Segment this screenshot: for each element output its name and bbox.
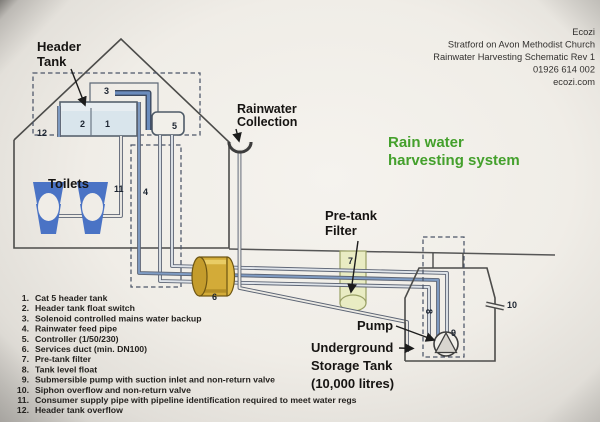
legend-num: 8. — [22, 364, 29, 374]
num-7: 7 — [348, 256, 353, 266]
num-12: 12 — [37, 128, 47, 138]
page-title-line1: Rain water — [388, 134, 464, 151]
toilet-icon — [77, 182, 108, 234]
ground-line — [228, 248, 556, 256]
pipe-controller-run-b-fill — [159, 135, 430, 341]
pipe-controller-run-a-fill — [171, 135, 448, 332]
legend-num: 6. — [22, 344, 29, 354]
legend: 1. Cat 5 header tank 2. Header tank floa… — [17, 293, 357, 415]
label-header-tank-2: Tank — [37, 54, 67, 69]
legend-text: Services duct (min. DN100) — [35, 344, 147, 354]
legend-text: Solenoid controlled mains water backup — [35, 313, 202, 323]
num-9: 9 — [451, 328, 456, 338]
label-tank-1: Underground — [311, 340, 393, 355]
label-filter-2: Filter — [325, 223, 357, 238]
pipe-downpipe-fill — [238, 151, 408, 352]
legend-num: 3. — [22, 313, 29, 323]
siphon-overflow-outlet-fill — [485, 302, 505, 310]
roof-outline — [13, 37, 231, 144]
pump-triangle — [434, 331, 458, 354]
gutter-inner — [230, 141, 250, 151]
legend-text: Tank level float — [35, 364, 97, 374]
tank-arrow — [398, 343, 415, 354]
legend-text: Header tank float switch — [35, 303, 135, 313]
legend-num: 1. — [22, 293, 29, 303]
letterhead-web: ecozi.com — [553, 77, 595, 87]
legend-text: Controller (1/50/230) — [35, 334, 119, 344]
legend-text: Pre-tank filter — [35, 354, 92, 364]
legend-num: 12. — [17, 405, 29, 415]
label-rainwater-2: Collection — [237, 115, 297, 129]
pipe-consumer-supply-fill — [58, 136, 122, 217]
label-pump: Pump — [357, 318, 393, 333]
house-outline — [13, 140, 230, 249]
toilet-seat — [38, 193, 59, 221]
num-5: 5 — [172, 121, 177, 131]
legend-num: 11. — [17, 395, 29, 405]
label-tank-2: Storage Tank — [311, 358, 393, 373]
controller-box — [151, 111, 185, 136]
label-filter-1: Pre-tank — [325, 208, 378, 223]
storage-tank-outline — [404, 267, 496, 362]
label-rainwater-1: Rainwater — [237, 102, 297, 116]
label-header-tank-1: Header — [37, 39, 81, 54]
pump-arrow — [395, 325, 436, 342]
pipe-mains-backup-fill — [115, 91, 151, 130]
header-tank-arrow — [70, 68, 87, 107]
toilet-icon — [33, 182, 64, 234]
legend-num: 10. — [17, 385, 29, 395]
legend-text: Consumer supply pipe with pipeline ident… — [35, 395, 357, 405]
num-1: 1 — [105, 119, 110, 129]
num-4: 4 — [143, 187, 148, 197]
num-3: 3 — [104, 86, 109, 96]
filter-arrow — [347, 240, 359, 294]
num-6: 6 — [212, 292, 217, 302]
duct-left-cap — [191, 256, 208, 297]
services-duct-dashed-boundary — [130, 144, 182, 288]
label-toilets: Toilets — [48, 176, 89, 191]
attic-dashed-boundary — [32, 72, 201, 136]
services-duct-cylinder — [191, 256, 236, 297]
mains-backup-enclosure — [89, 82, 159, 133]
legend-text: Cat 5 header tank — [35, 293, 108, 303]
pipe-rainwater-feed-fill — [138, 102, 439, 336]
label-tank-3: (10,000 litres) — [311, 376, 394, 391]
letterhead-doc: Rainwater Harvesting Schematic Rev 1 — [433, 52, 595, 62]
letterhead-company: Ecozi — [572, 27, 595, 37]
num-8: 8 — [424, 309, 434, 314]
gutter-icon — [227, 141, 253, 154]
legend-text: Header tank overflow — [35, 405, 123, 415]
pump-access-dashed — [422, 236, 465, 358]
collection-arrow — [232, 128, 242, 143]
num-2: 2 — [80, 119, 85, 129]
legend-text: Siphon overflow and non-return valve — [35, 385, 191, 395]
pump-icon — [433, 331, 459, 357]
letterhead-phone: 01926 614 002 — [533, 65, 595, 75]
legend-text: Rainwater feed pipe — [35, 324, 117, 334]
legend-num: 4. — [22, 324, 29, 334]
num-10: 10 — [507, 300, 517, 310]
legend-text: Submersible pump with suction inlet and … — [35, 375, 275, 385]
legend-num: 5. — [22, 334, 29, 344]
toilet-seat — [82, 193, 103, 221]
header-tank-water — [61, 111, 136, 135]
letterhead-client: Stratford on Avon Methodist Church — [448, 40, 595, 50]
legend-num: 2. — [22, 303, 29, 313]
num-11: 11 — [114, 184, 124, 194]
legend-num: 7. — [22, 354, 29, 364]
legend-num: 9. — [22, 375, 29, 385]
page-title-line2: harvesting system — [388, 152, 520, 169]
